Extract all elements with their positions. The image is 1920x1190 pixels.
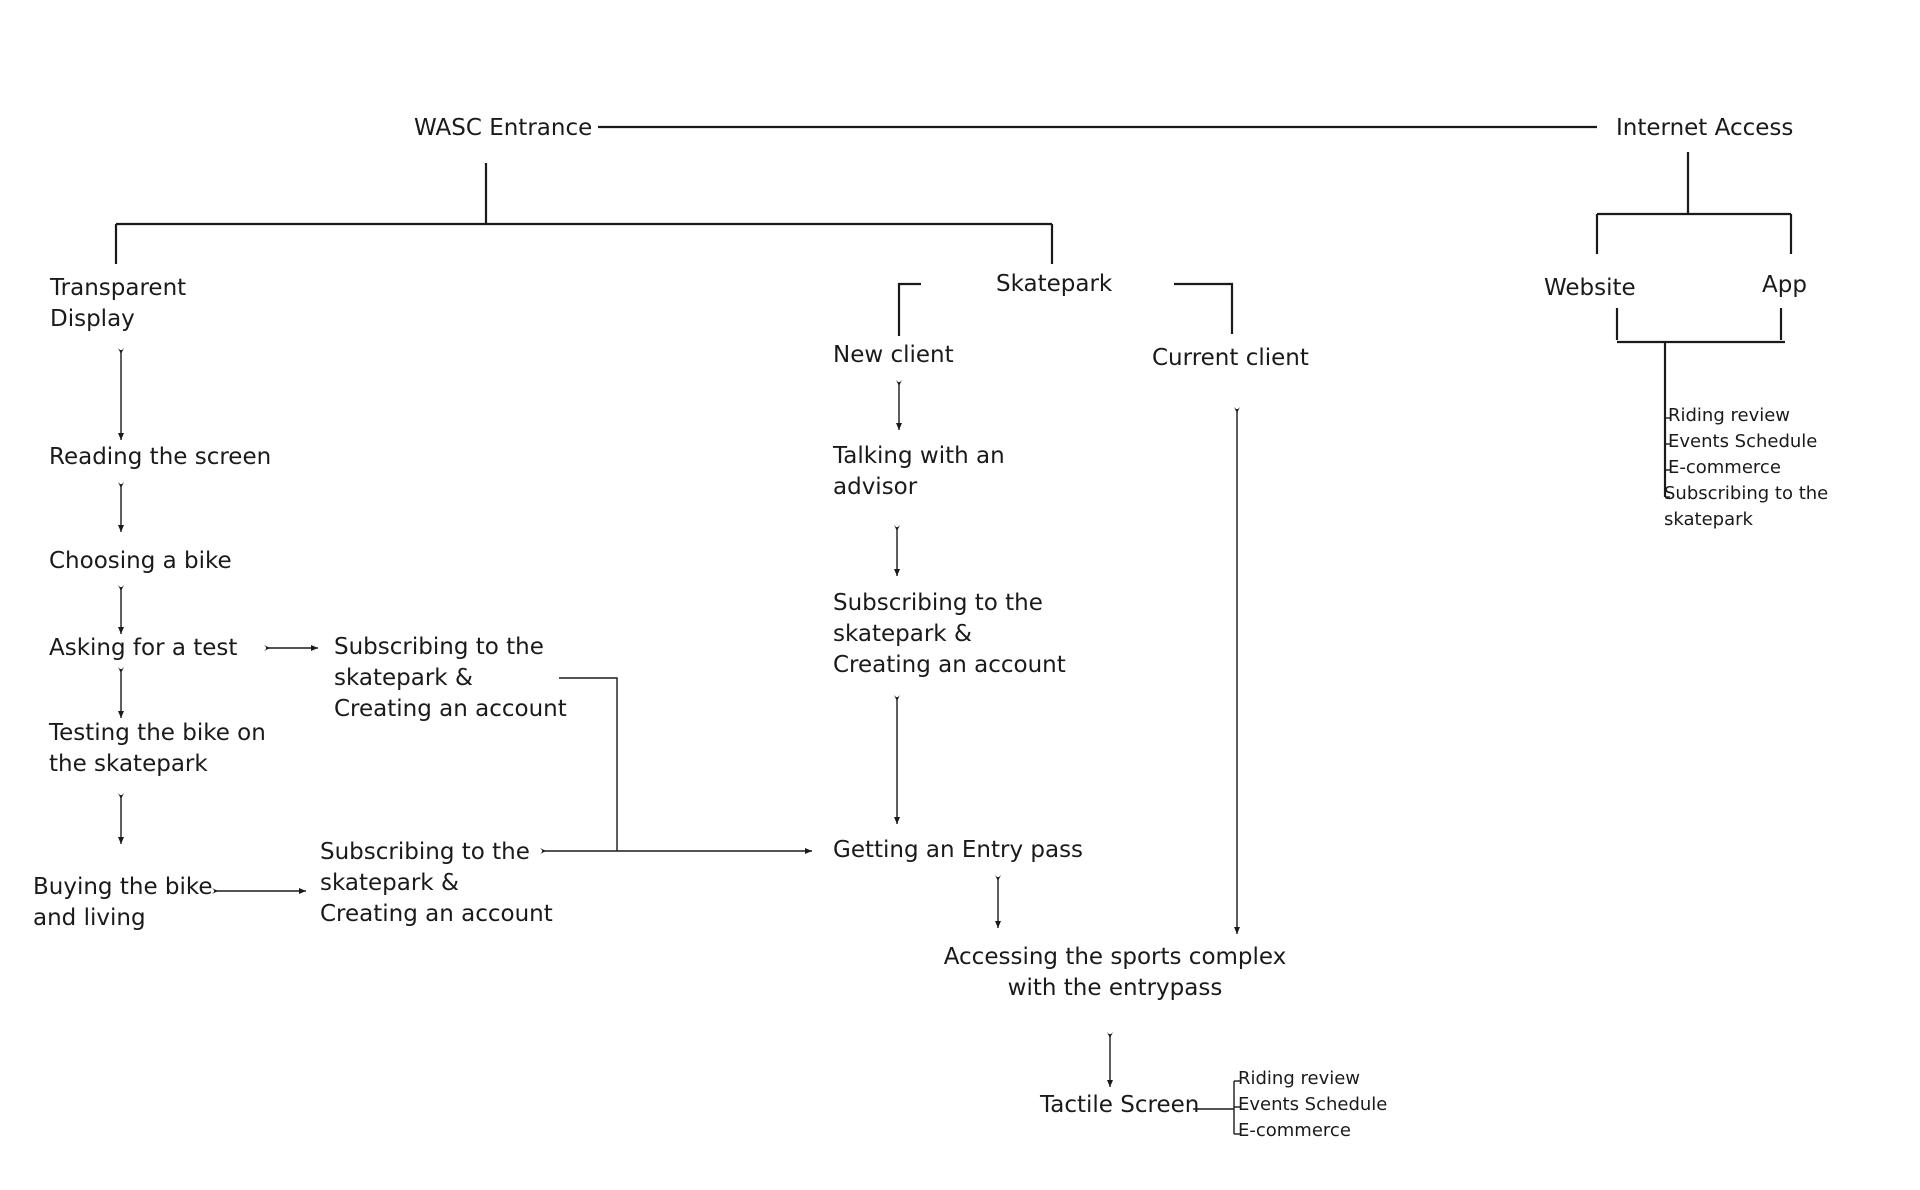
node-accessing-complex: Accessing the sports complex with the en…: [943, 944, 1287, 1001]
node-buying-bike: Buying the bike and living: [33, 874, 213, 931]
node-current-client: Current client: [1152, 345, 1309, 371]
node-reading-screen: Reading the screen: [49, 444, 272, 470]
node-choosing-bike: Choosing a bike: [49, 548, 232, 574]
tactile-feature-item: Riding review: [1238, 1068, 1361, 1089]
node-testing-bike: Testing the bike on the skatepark: [49, 720, 266, 777]
node-subscribing-after-test: Subscribing to the skatepark & Creating …: [334, 634, 567, 722]
internet-feature-item: E-commerce: [1668, 457, 1781, 478]
internet-feature-item: Subscribing to the skatepark: [1664, 483, 1829, 530]
node-transparent-display: Transparent Display: [50, 275, 187, 332]
tactile-feature-item: Events Schedule: [1238, 1094, 1388, 1115]
node-tactile-screen: Tactile Screen: [1040, 1092, 1200, 1118]
node-wasc-entrance: WASC Entrance: [414, 115, 593, 141]
internet-feature-list: Riding review Events Schedule E-commerce…: [1664, 403, 1828, 533]
internet-feature-item: Riding review: [1668, 405, 1791, 426]
node-subscribing-after-buying: Subscribing to the skatepark & Creating …: [320, 839, 553, 927]
node-entry-pass: Getting an Entry pass: [833, 837, 1084, 863]
tactile-feature-item: E-commerce: [1238, 1120, 1351, 1141]
node-new-client: New client: [833, 342, 954, 368]
node-talking-advisor: Talking with an advisor: [833, 443, 1005, 500]
node-app: App: [1762, 272, 1807, 298]
node-subscribing-new-client: Subscribing to the skatepark & Creating …: [833, 590, 1066, 678]
node-internet-access: Internet Access: [1616, 115, 1794, 141]
node-asking-test: Asking for a test: [49, 635, 238, 661]
internet-feature-item: Events Schedule: [1668, 431, 1818, 452]
node-website: Website: [1544, 275, 1636, 301]
tactile-feature-list: Riding review Events Schedule E-commerce: [1238, 1066, 1387, 1144]
node-skatepark: Skatepark: [996, 271, 1113, 297]
